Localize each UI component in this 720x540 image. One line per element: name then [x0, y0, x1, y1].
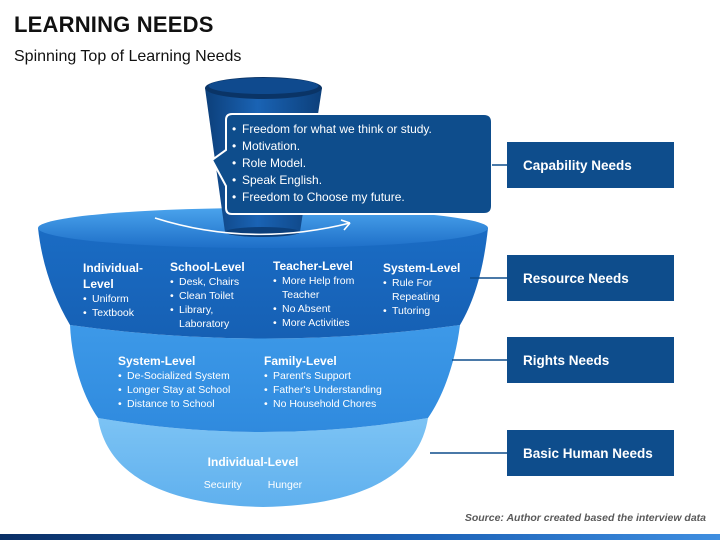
- basic-group-individual: Individual-Level Security Hunger: [183, 454, 323, 492]
- capability-callout: Freedom for what we think or study. Moti…: [232, 121, 482, 206]
- group-item: Clean Toilet: [170, 289, 260, 303]
- group-item: De-Socialized System: [118, 369, 248, 383]
- group-item: Desk, Chairs: [170, 275, 260, 289]
- callout-item: Freedom to Choose my future.: [232, 189, 482, 206]
- group-item: Rule For Repeating: [383, 276, 450, 304]
- page-title: LEARNING NEEDS: [14, 12, 214, 37]
- group-heading: System-Level: [118, 354, 196, 368]
- group-item: More Help from Teacher: [273, 274, 368, 302]
- group-heading: Individual-Level: [83, 261, 143, 291]
- group-item: Longer Stay at School: [118, 383, 248, 397]
- group-item: Parent's Support: [264, 369, 404, 383]
- resource-group-school: School-Level Desk, Chairs Clean Toilet L…: [170, 259, 260, 331]
- group-heading: Family-Level: [264, 354, 337, 368]
- rights-needs-box: Rights Needs: [507, 337, 674, 383]
- group-item: Library, Laboratory: [170, 303, 241, 331]
- group-item: No Household Chores: [264, 397, 404, 411]
- resource-needs-box: Resource Needs: [507, 255, 674, 301]
- group-item: Father's Understanding: [264, 383, 404, 397]
- resource-group-individual: Individual-Level Uniform Textbook: [83, 260, 155, 320]
- resource-group-teacher: Teacher-Level More Help from Teacher No …: [273, 258, 373, 330]
- rights-group-system: System-Level De-Socialized System Longer…: [118, 353, 248, 411]
- capability-needs-box: Capability Needs: [507, 142, 674, 188]
- group-item: No Absent: [273, 302, 373, 316]
- cup-base: [225, 227, 300, 237]
- spin-arrow: [154, 217, 351, 236]
- group-item: Security: [203, 479, 242, 491]
- group-item: More Activities: [273, 316, 373, 330]
- basic-needs-band: [98, 418, 428, 507]
- source-note: Source: Author created based the intervi…: [464, 512, 706, 524]
- rights-group-family: Family-Level Parent's Support Father's U…: [264, 353, 404, 411]
- callout-item: Role Model.: [232, 155, 482, 172]
- group-item: Uniform: [83, 292, 155, 306]
- group-item: Textbook: [83, 306, 155, 320]
- group-item: Tutoring: [383, 304, 465, 318]
- callout-item: Freedom for what we think or study.: [232, 121, 482, 138]
- callout-item: Speak English.: [232, 172, 482, 189]
- group-item: Distance to School: [118, 397, 248, 411]
- group-heading: Individual-Level: [207, 455, 299, 469]
- page-subtitle: Spinning Top of Learning Needs: [14, 48, 242, 65]
- group-item: Hunger: [267, 479, 303, 491]
- group-heading: System-Level: [383, 261, 461, 275]
- basic-human-needs-box: Basic Human Needs: [507, 430, 674, 476]
- bottom-accent-bar: [0, 534, 720, 540]
- resource-group-system: System-Level Rule For Repeating Tutoring: [383, 260, 465, 318]
- group-heading: Teacher-Level: [273, 259, 353, 273]
- callout-item: Motivation.: [232, 138, 482, 155]
- group-heading: School-Level: [170, 260, 245, 274]
